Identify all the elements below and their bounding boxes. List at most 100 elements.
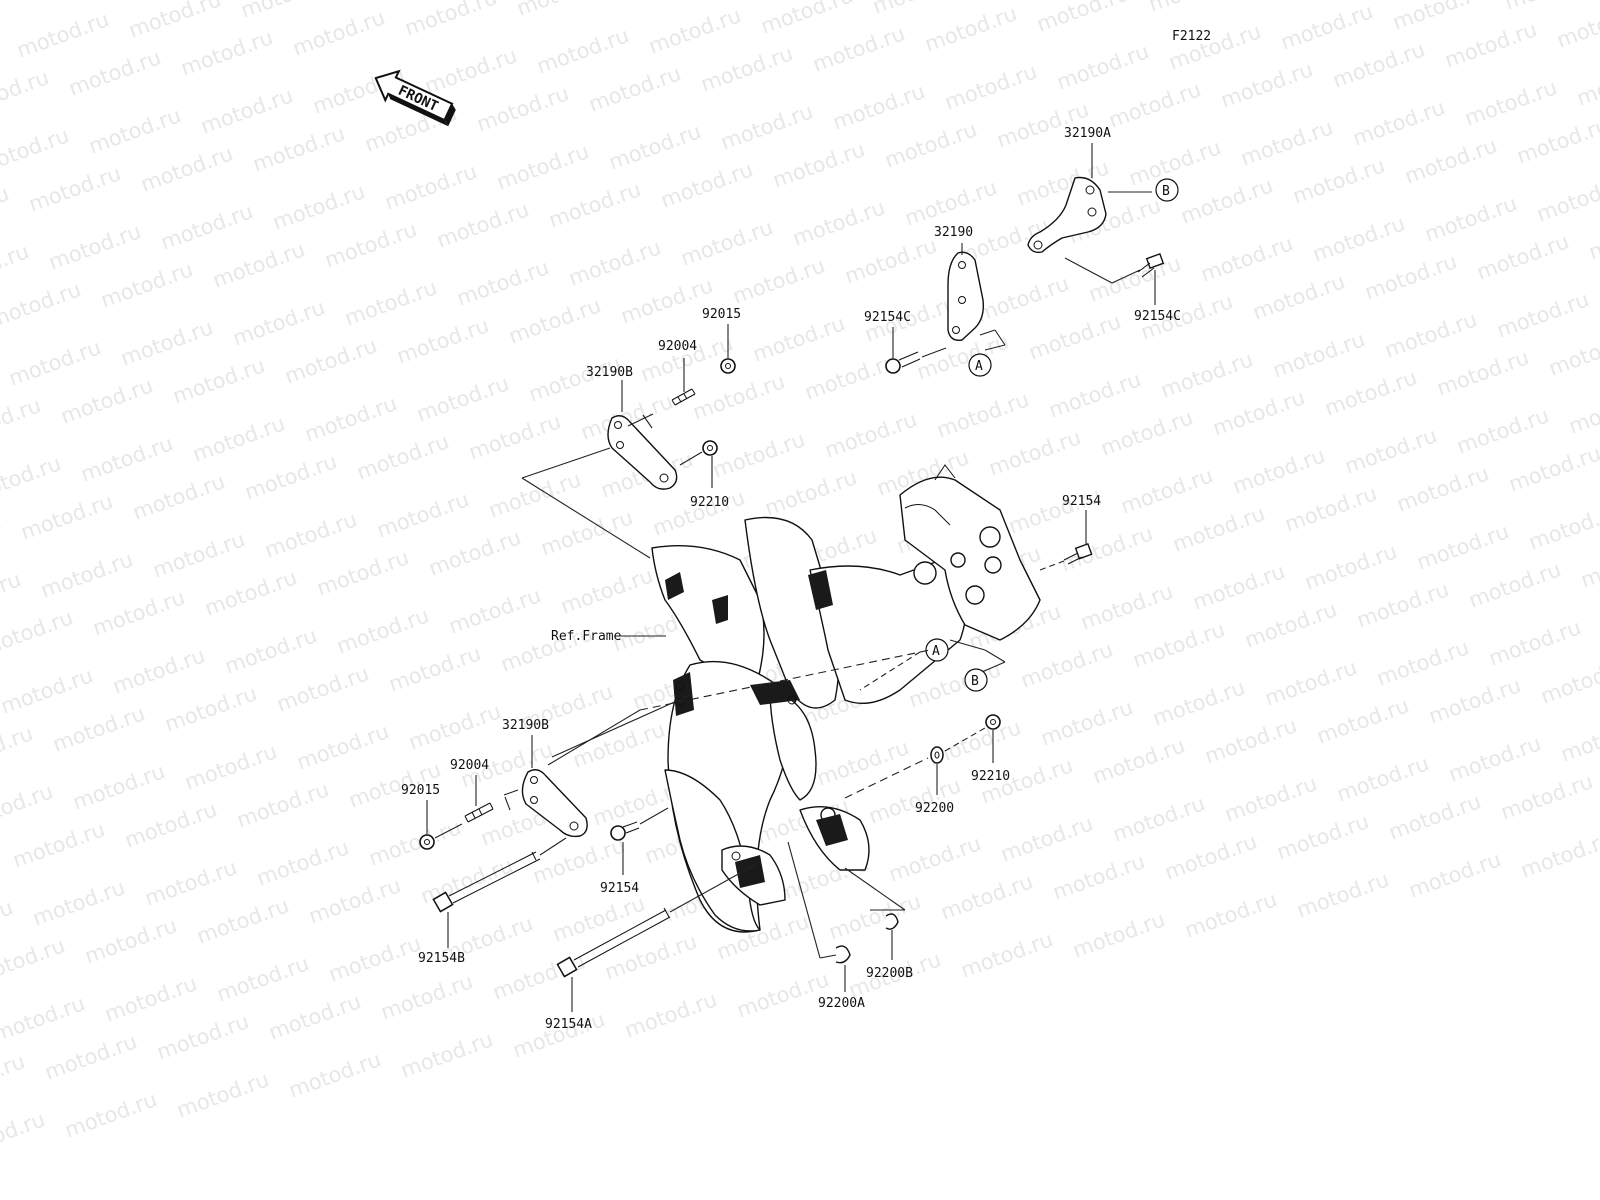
watermark-text: motod.ru xyxy=(566,235,665,291)
watermark-text: motod.ru xyxy=(534,23,633,79)
bolt-92154-mid[interactable] xyxy=(610,821,640,841)
watermark-text: motod.ru xyxy=(606,119,705,175)
label-32190: 32190 xyxy=(934,225,973,240)
watermark-text: motod.ru xyxy=(1034,0,1133,37)
label-32190A: 32190A xyxy=(1064,126,1111,141)
callout-A-mid-label: A xyxy=(932,644,940,659)
watermark-text: motod.ru xyxy=(374,487,473,543)
watermark-text: motod.ru xyxy=(282,333,381,389)
label-92154C-left: 92154C xyxy=(864,310,911,325)
watermark-text: motod.ru xyxy=(1434,345,1533,401)
watermark-text: motod.ru xyxy=(1238,115,1337,171)
label-92200B: 92200B xyxy=(866,966,913,981)
bracket-32190B-top[interactable] xyxy=(607,415,678,490)
watermark-text: motod.ru xyxy=(1462,75,1561,131)
watermark-text: motod.ru xyxy=(646,3,745,59)
watermark-text: motod.ru xyxy=(174,1067,273,1123)
bolt-92154-right[interactable] xyxy=(1063,543,1093,565)
watermark-text: motod.ru xyxy=(1270,327,1369,383)
nut-92210-top[interactable] xyxy=(702,440,718,456)
watermark-text: motod.ru xyxy=(1322,365,1421,421)
watermark-text: motod.ru xyxy=(1198,231,1297,287)
bracket-32190A[interactable] xyxy=(1027,176,1107,254)
watermark-text: motod.ru xyxy=(42,1029,141,1085)
watermark-text: motod.ru xyxy=(1526,499,1600,555)
watermark-text: motod.ru xyxy=(1274,809,1373,865)
watermark-text: motod.ru xyxy=(1278,0,1377,55)
watermark-text: motod.ru xyxy=(6,335,105,391)
watermark-text: motod.ru xyxy=(1566,383,1600,439)
watermark-text: motod.ru xyxy=(1310,211,1409,267)
watermark-text: motod.ru xyxy=(770,137,869,193)
watermark-text: motod.ru xyxy=(294,719,393,775)
watermark-text: motod.ru xyxy=(382,159,481,215)
watermark-text: motod.ru xyxy=(1466,557,1565,613)
watermark-text: motod.ru xyxy=(426,525,525,581)
bolt-92154C-left[interactable] xyxy=(885,351,921,374)
watermark-text: motod.ru xyxy=(690,369,789,425)
watermark-text: motod.ru xyxy=(958,927,1057,983)
bolt-92154B[interactable] xyxy=(432,851,541,913)
watermark-text: motod.ru xyxy=(494,139,593,195)
watermark-text: motod.ru xyxy=(266,989,365,1045)
watermark-text: motod.ru xyxy=(0,65,52,121)
watermark-text: motod.ru xyxy=(750,311,849,367)
bolt-92154A[interactable] xyxy=(556,907,671,978)
stud-92004-bottom[interactable] xyxy=(464,802,494,823)
watermark-text: motod.ru xyxy=(1046,367,1145,423)
washer-92200B[interactable] xyxy=(885,913,899,930)
watermark-text: motod.ru xyxy=(0,663,96,719)
label-92154A: 92154A xyxy=(545,1017,592,1032)
watermark-text: motod.ru xyxy=(214,951,313,1007)
watermark-text: motod.ru xyxy=(202,565,301,621)
watermark-text: motod.ru xyxy=(0,991,88,1047)
watermark-text: motod.ru xyxy=(1502,0,1600,15)
watermark-text: motod.ru xyxy=(1454,403,1553,459)
watermark-text: motod.ru xyxy=(402,0,501,41)
watermark-text: motod.ru xyxy=(222,623,321,679)
washer-92200[interactable] xyxy=(930,746,944,764)
nut-92015-top[interactable] xyxy=(720,358,736,374)
watermark-text: motod.ru xyxy=(870,0,969,19)
watermark-text: motod.ru xyxy=(466,409,565,465)
bracket-32190B-bottom[interactable] xyxy=(521,769,588,838)
watermark-text: motod.ru xyxy=(1558,711,1600,767)
watermark-text: motod.ru xyxy=(0,277,84,333)
bolt-92154C-right[interactable] xyxy=(1137,253,1165,278)
bracket-32190[interactable] xyxy=(947,251,985,341)
watermark-text: motod.ru xyxy=(998,811,1097,867)
watermark-text: motod.ru xyxy=(514,0,613,21)
watermark-text: motod.ru xyxy=(882,117,981,173)
nut-92015-bottom[interactable] xyxy=(419,834,435,850)
watermark-text: motod.ru xyxy=(650,485,749,541)
watermark-text: motod.ru xyxy=(446,583,545,639)
watermark-text: motod.ru xyxy=(386,641,485,697)
watermark-text: motod.ru xyxy=(622,987,721,1043)
watermark-text: motod.ru xyxy=(302,391,401,447)
watermark-text: motod.ru xyxy=(0,1049,28,1105)
watermark-text: motod.ru xyxy=(1538,653,1600,709)
watermark-text: motod.ru xyxy=(1242,597,1341,653)
watermark-text: motod.ru xyxy=(486,467,585,523)
callout-A-top xyxy=(968,353,992,377)
watermark-text: motod.ru xyxy=(830,79,929,135)
watermark-text: motod.ru xyxy=(1130,617,1229,673)
watermark-text: motod.ru xyxy=(1294,867,1393,923)
label-32190B-top: 32190B xyxy=(586,365,633,380)
label-92015-bottom: 92015 xyxy=(401,783,440,798)
watermark-text: motod.ru xyxy=(1486,615,1585,671)
callout-A-top-label: A xyxy=(975,359,983,374)
watermark-text: motod.ru xyxy=(1394,461,1493,517)
watermark-text: motod.ru xyxy=(510,1007,609,1063)
watermark-text: motod.ru xyxy=(810,21,909,77)
watermark-text: motod.ru xyxy=(0,895,16,951)
watermark-text: motod.ru xyxy=(0,933,68,989)
label-32190B-bottom: 32190B xyxy=(502,718,549,733)
washer-92200A[interactable] xyxy=(835,945,851,964)
watermark-text: motod.ru xyxy=(1514,113,1600,169)
watermark-text: motod.ru xyxy=(0,779,56,835)
nut-92210-right[interactable] xyxy=(985,714,1001,730)
watermark-text: motod.ru xyxy=(182,739,281,795)
stud-92004-top[interactable] xyxy=(671,388,696,406)
